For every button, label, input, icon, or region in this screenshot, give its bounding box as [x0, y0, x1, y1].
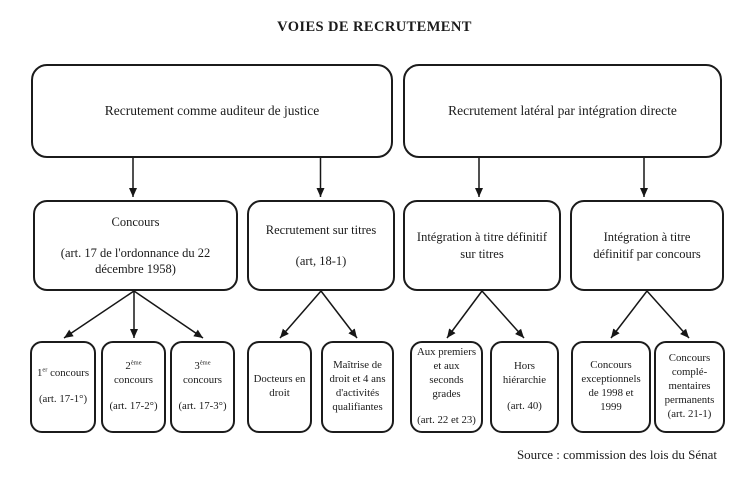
node-label: Aux premiers et aux seconds grades [416, 346, 477, 400]
node-sublabel: (art. 17-2°) [109, 399, 158, 412]
node-docteurs-en-droit: Docteurs en droit [247, 341, 312, 433]
node-label: Recrutement comme auditeur de justice [104, 103, 320, 118]
node-sublabel: (art. 17-1°) [38, 393, 88, 405]
node-label: Maîtrise de droit et 4 ans d'activités q… [329, 359, 386, 413]
node-2eme-concours: 2ème concours (art. 17-2°) [101, 341, 166, 433]
node-label: définitif par concours [593, 246, 701, 261]
node-3eme-concours: 3ème concours (art. 17-3°) [170, 341, 235, 433]
node-label: 2ème concours [114, 359, 153, 387]
node-label: Intégration à titre [603, 230, 691, 245]
node-label: Concours exceptionnels de 1998 et 1999 [581, 359, 641, 413]
node-label: Concours [111, 214, 160, 229]
node-root-auditeur-justice: Recrutement comme auditeur de justice [31, 64, 393, 158]
node-label: Hors hiérarchie [502, 360, 547, 387]
node-hors-hierarchie: Hors hiérarchie (art. 40) [490, 341, 559, 433]
node-integration-definitif-concours: Intégration à titre définitif par concou… [570, 200, 724, 291]
node-label: Concours complé-mentaires permanents [664, 352, 715, 406]
node-label: 3ème concours [183, 359, 222, 387]
node-sublabel: (art. 17-3°) [178, 399, 227, 412]
node-label: Recrutement latéral par intégration dire… [448, 103, 677, 118]
diagram-title: VOIES DE RECRUTEMENT [277, 19, 472, 35]
node-label: Docteurs en droit [253, 373, 306, 399]
node-sublabel: (art. 17 de l'ordonnance du 22 décembre … [60, 245, 211, 277]
node-sublabel: (art. 21-1) [667, 407, 712, 420]
node-maitrise-droit: Maîtrise de droit et 4 ans d'activités q… [321, 341, 394, 433]
node-sublabel: (art, 18-1) [295, 254, 347, 268]
node-sublabel: (art. 40) [507, 399, 542, 412]
node-sublabel: (art. 22 et 23) [417, 413, 476, 426]
node-label: Intégration à titre définitif [416, 230, 548, 245]
node-label: sur titres [460, 246, 504, 261]
node-1er-concours: 1er concours (art. 17-1°) [30, 341, 96, 433]
node-label: Recrutement sur titres [265, 222, 377, 237]
node-root-integration-directe: Recrutement latéral par intégration dire… [403, 64, 722, 158]
node-label: 1er concours [36, 366, 90, 380]
source-caption: Source : commission des lois du Sénat [516, 447, 717, 462]
node-premiers-seconds-grades: Aux premiers et aux seconds grades (art.… [410, 341, 483, 433]
node-integration-definitif-titres: Intégration à titre définitif sur titres [403, 200, 561, 291]
node-recrutement-sur-titres: Recrutement sur titres (art, 18-1) [247, 200, 395, 291]
node-concours-exceptionnels: Concours exceptionnels de 1998 et 1999 [571, 341, 651, 433]
node-concours: Concours (art. 17 de l'ordonnance du 22 … [33, 200, 238, 291]
node-concours-complementaires: Concours complé-mentaires permanents (ar… [654, 341, 725, 433]
